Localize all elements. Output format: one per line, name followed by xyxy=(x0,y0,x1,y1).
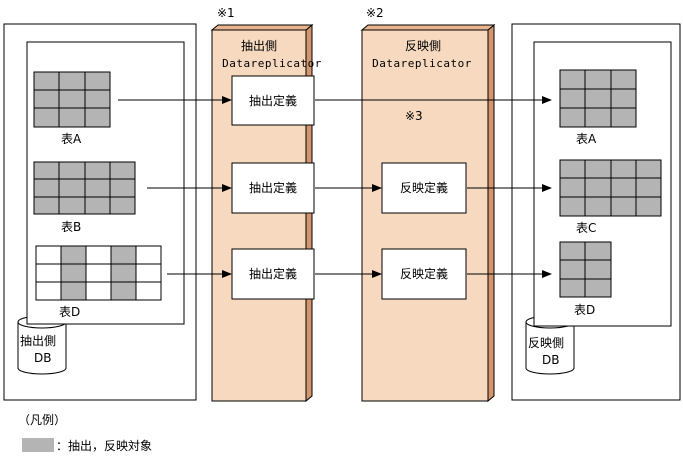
apply-definition-2-label: 反映定義 xyxy=(400,266,448,281)
source-table-d-label: 表D xyxy=(59,305,80,319)
source-table-b xyxy=(33,161,136,215)
apply-server-title: 反映側 xyxy=(405,39,441,53)
target-table-c-label: 表C xyxy=(576,221,596,235)
legend: ：抽出，反映対象 xyxy=(22,437,152,453)
target-db-label-line1: 反映側 xyxy=(528,336,564,350)
source-db-label-line1: 抽出側 xyxy=(20,334,56,348)
target-table-c xyxy=(559,159,662,217)
extract-definition-3-label: 抽出定義 xyxy=(249,266,297,281)
source-table-b-label: 表B xyxy=(61,220,81,234)
source-table-a-label: 表A xyxy=(61,132,82,146)
apply-server-box xyxy=(360,23,496,403)
legend-title: （凡例） xyxy=(18,413,67,427)
target-table-d-label: 表D xyxy=(574,303,595,317)
legend-swatch xyxy=(22,438,54,452)
note-1: ※1 xyxy=(217,6,235,20)
source-table-a xyxy=(33,71,111,128)
extract-definition-1-label: 抽出定義 xyxy=(249,93,297,108)
extract-definition-2 xyxy=(231,162,315,214)
note-3: ※3 xyxy=(405,109,423,123)
source-table-d xyxy=(35,245,162,301)
extract-definition-2-label: 抽出定義 xyxy=(249,180,297,195)
extract-server-product: Datareplicator xyxy=(222,57,322,70)
note-2: ※2 xyxy=(366,6,384,20)
apply-server-product: Datareplicator xyxy=(372,57,472,70)
apply-definition-1-label: 反映定義 xyxy=(400,180,448,195)
apply-definition-2 xyxy=(381,248,467,300)
legend-text: ：抽出，反映対象 xyxy=(56,438,153,453)
target-table-a-label: 表A xyxy=(576,132,597,146)
source-db-label-line2: DB xyxy=(34,351,51,365)
target-table-d xyxy=(559,241,612,298)
target-table-a xyxy=(559,69,637,128)
extract-definition-3 xyxy=(231,248,315,300)
target-db-label-line2: DB xyxy=(542,353,559,367)
extract-definition-1 xyxy=(231,75,315,126)
apply-definition-1 xyxy=(381,162,467,214)
extract-server-title: 抽出側 xyxy=(241,39,277,53)
